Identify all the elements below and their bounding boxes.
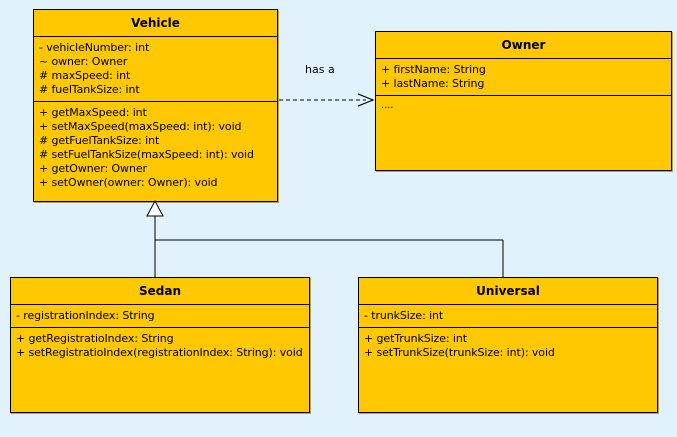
relationship-generalization-tree bbox=[146, 199, 504, 277]
attribute-item: - registrationIndex: String bbox=[16, 309, 155, 322]
class-title-vehicle: Vehicle bbox=[131, 16, 180, 30]
operations-compartment-vehicle: + getMaxSpeed: int + setMaxSpeed(maxSpee… bbox=[34, 102, 277, 194]
attribute-item: + lastName: String bbox=[381, 77, 485, 90]
class-box-universal[interactable]: Universal - trunkSize: int + getTrunkSiz… bbox=[358, 277, 658, 413]
class-box-owner[interactable]: Owner + firstName: String + lastName: St… bbox=[375, 31, 672, 171]
attribute-item: # fuelTankSize: int bbox=[39, 83, 140, 96]
class-title-owner: Owner bbox=[501, 38, 546, 52]
operation-item: + setMaxSpeed(maxSpeed: int): void bbox=[39, 120, 242, 133]
operation-item: + getMaxSpeed: int bbox=[39, 106, 147, 119]
attributes-compartment-vehicle: - vehicleNumber: int ~ owner: Owner # ma… bbox=[34, 37, 277, 101]
class-title-universal: Universal bbox=[476, 284, 540, 298]
class-divider bbox=[359, 327, 657, 328]
operation-item: + setTrunkSize(trunkSize: int): void bbox=[364, 346, 555, 359]
class-divider bbox=[11, 304, 309, 305]
class-divider bbox=[376, 95, 671, 96]
operation-item: + setOwner(owner: Owner): void bbox=[39, 176, 218, 189]
attribute-item: - trunkSize: int bbox=[364, 309, 444, 322]
operations-compartment-sedan: + getRegistratioIndex: String + setRegis… bbox=[11, 328, 309, 364]
operations-compartment-owner: .... bbox=[376, 96, 671, 116]
operation-item: .... bbox=[381, 100, 394, 111]
class-box-vehicle[interactable]: Vehicle - vehicleNumber: int ~ owner: Ow… bbox=[33, 9, 278, 202]
operation-item: + getRegistratioIndex: String bbox=[16, 332, 174, 345]
attribute-item: + firstName: String bbox=[381, 63, 486, 76]
class-divider bbox=[34, 36, 277, 37]
hollow-triangle-icon bbox=[146, 199, 164, 217]
operation-item: + getOwner: Owner bbox=[39, 162, 147, 175]
class-divider bbox=[34, 101, 277, 102]
open-arrowhead-icon bbox=[357, 93, 375, 107]
relationship-dependency-has-a bbox=[279, 93, 375, 107]
operations-compartment-universal: + getTrunkSize: int + setTrunkSize(trunk… bbox=[359, 328, 657, 364]
relationship-label-has-a: has a bbox=[305, 63, 335, 76]
class-divider bbox=[11, 327, 309, 328]
attribute-item: - vehicleNumber: int bbox=[39, 41, 150, 54]
attributes-compartment-universal: - trunkSize: int bbox=[359, 305, 657, 327]
class-divider bbox=[376, 58, 671, 59]
attribute-item: ~ owner: Owner bbox=[39, 55, 128, 68]
attributes-compartment-owner: + firstName: String + lastName: String bbox=[376, 59, 671, 95]
operation-item: + getTrunkSize: int bbox=[364, 332, 467, 345]
attributes-compartment-sedan: - registrationIndex: String bbox=[11, 305, 309, 327]
operation-item: + setRegistratioIndex(registrationIndex:… bbox=[16, 346, 303, 359]
class-box-sedan[interactable]: Sedan - registrationIndex: String + getR… bbox=[10, 277, 310, 413]
class-divider bbox=[359, 304, 657, 305]
attribute-item: # maxSpeed: int bbox=[39, 69, 131, 82]
operation-item: # getFuelTankSize: int bbox=[39, 134, 160, 147]
class-title-sedan: Sedan bbox=[138, 284, 181, 298]
operation-item: # setFuelTankSize(maxSpeed: int): void bbox=[39, 148, 254, 161]
